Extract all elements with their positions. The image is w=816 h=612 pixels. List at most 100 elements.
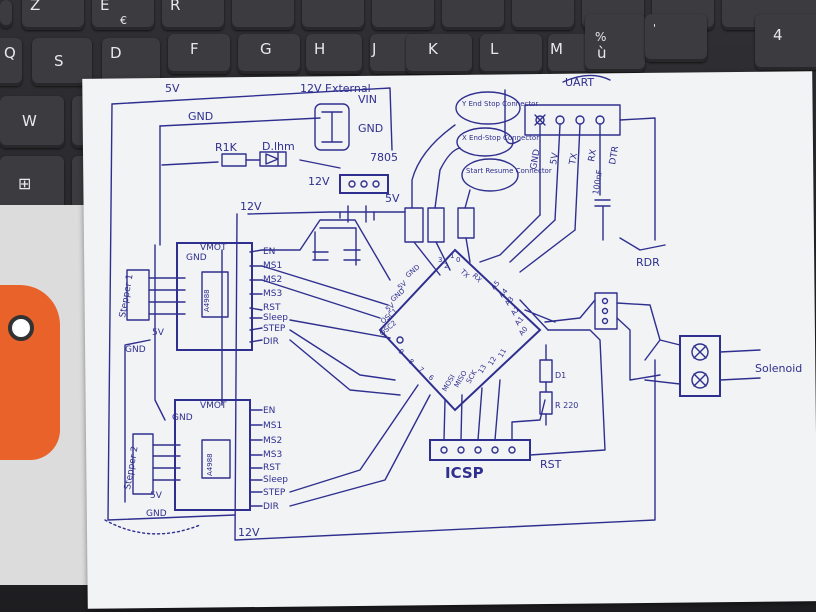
- stepper2-pin-step: STEP: [263, 488, 286, 498]
- key-g: G: [238, 34, 300, 74]
- twelve-v-line-label: 12V: [240, 200, 262, 213]
- power-wiring: [107, 87, 656, 541]
- uart-pin-gnd: GND: [529, 148, 542, 170]
- stepper2-pin-sleep: Sleep: [263, 475, 288, 485]
- y-endstop-label: Y End Stop Connector: [461, 100, 538, 108]
- stepper1-pin-ms1: MS1: [263, 261, 282, 271]
- regulator-label: 7805: [370, 151, 398, 164]
- twelve-v-bottom-label: 12V: [238, 526, 260, 539]
- mcu-pin-gnd-1: GND: [404, 263, 421, 279]
- key-h: H: [306, 34, 362, 74]
- icsp-header: [429, 379, 546, 461]
- mcu-pin-6: 6: [427, 373, 436, 382]
- key: [0, 0, 12, 28]
- stepper1-pin-ms3: MS3: [263, 289, 282, 299]
- led-indicator: [259, 151, 287, 167]
- stepper2-5v: 5V: [150, 491, 163, 501]
- endstop-connectors: [404, 91, 521, 276]
- icsp-label: ICSP: [445, 464, 484, 482]
- stepper1-label: Stepper 1: [118, 273, 135, 318]
- stepper2-gnd: GND: [172, 413, 193, 423]
- stepper1-driver-label: A4988: [203, 289, 211, 312]
- gnd-top-label: GND: [188, 110, 213, 123]
- uart-label: UART: [565, 76, 594, 89]
- mcu-pin-a5: A5: [489, 279, 501, 291]
- mcu-pin-2: 2: [444, 262, 448, 270]
- five-v-right-label: 5V: [385, 192, 400, 205]
- key-k: K: [406, 34, 472, 74]
- stepper2-gnd-out: GND: [146, 509, 167, 519]
- rdr-label: RDR: [636, 256, 660, 269]
- twelve-v-reg-label: 12V: [308, 175, 330, 188]
- mcu-pin-9: 9: [397, 347, 406, 356]
- stepper2-pin-ms3: MS3: [263, 450, 282, 460]
- mcu-pin-tx: TX: [458, 267, 471, 280]
- key-s: S: [32, 38, 92, 86]
- stepper1-5v: 5V: [152, 328, 165, 338]
- stepper1-driver: [124, 242, 401, 503]
- uart-pin-5v: 5V: [549, 151, 561, 165]
- gnd-ext-label: GND: [358, 122, 383, 135]
- stepper2-driver-label: A4988: [206, 453, 214, 476]
- key: [232, 0, 294, 30]
- stepper1-pin-rst: RST: [263, 303, 281, 313]
- d1-label: D1: [555, 371, 566, 380]
- r1k-label: R1K: [215, 141, 238, 154]
- stepper1-pin-en: EN: [263, 247, 275, 257]
- five-v-top-label: 5V: [165, 82, 180, 95]
- stepper2-label: Stepper 2: [123, 445, 140, 490]
- microcontroller: [378, 248, 542, 412]
- uart-pin-tx: TX: [568, 152, 580, 166]
- solenoid-connector: [644, 335, 761, 397]
- mcu-pin-11: 11: [497, 347, 508, 359]
- stepper1-pin-ms2: MS2: [263, 275, 282, 285]
- key-l: L: [480, 34, 542, 74]
- sticker-eye-icon: [8, 315, 34, 341]
- stepper1-gnd: GND: [186, 253, 207, 263]
- key-f: F: [168, 34, 230, 74]
- mcu-pin-gnd-2: GND: [389, 287, 406, 303]
- stepper2-driver: [104, 244, 431, 535]
- uart-callout: [562, 74, 611, 83]
- stepper2-pin-rst: RST: [263, 463, 281, 473]
- stepper2-pin-ms1: MS1: [263, 421, 282, 431]
- key-r: R: [162, 0, 224, 30]
- regulator-7805: [339, 174, 389, 194]
- rst-resistor: [619, 237, 666, 251]
- key-z: Z: [22, 0, 84, 30]
- key-apostrophe: ': [645, 14, 707, 62]
- led-label: D.lhm: [262, 140, 295, 153]
- sticker-mascot: [0, 285, 60, 460]
- mcu-pin-12: 12: [487, 355, 498, 367]
- key: [372, 0, 434, 30]
- rst-label: RST: [540, 458, 562, 471]
- stepper2-vmot: VMOT: [200, 401, 227, 411]
- key: [302, 0, 364, 30]
- solenoid-label: Solenoid: [755, 362, 802, 375]
- stepper1-pin-sleep: Sleep: [263, 313, 288, 323]
- windows-icon: ⊞: [18, 174, 32, 193]
- mcu-pin-wires: [261, 214, 576, 331]
- uart-pin-dtr: DTR: [608, 145, 621, 165]
- start-resume-label: Start Resume Connector: [466, 167, 552, 175]
- stepper2-pin-en: EN: [263, 406, 275, 416]
- twelve-v-external-label: 12V External: [300, 82, 371, 95]
- vin-label: VIN: [358, 93, 377, 106]
- indicator-led-d1: [539, 344, 553, 426]
- stepper1-vmot: VMOT: [200, 243, 227, 253]
- mcu-pin-3: 3: [438, 256, 442, 264]
- uart-header: [504, 89, 656, 241]
- key-w: W: [0, 96, 64, 148]
- mcu-pin-7: 7: [417, 365, 426, 374]
- mcu-pin-8: 8: [407, 357, 416, 366]
- mcu-pin-13: 13: [477, 363, 488, 375]
- cap-100nf-label: 100nF: [591, 169, 604, 196]
- stepper1-pin-step: STEP: [263, 324, 286, 334]
- stepper2-pin-dir: DIR: [263, 502, 279, 512]
- x-endstop-label: X End-Stop Connector: [462, 134, 539, 142]
- stepper1-gnd-out: GND: [125, 345, 146, 355]
- key: [512, 0, 574, 30]
- key-4: 4: [755, 14, 816, 70]
- mcu-pin-1: 1: [450, 252, 454, 260]
